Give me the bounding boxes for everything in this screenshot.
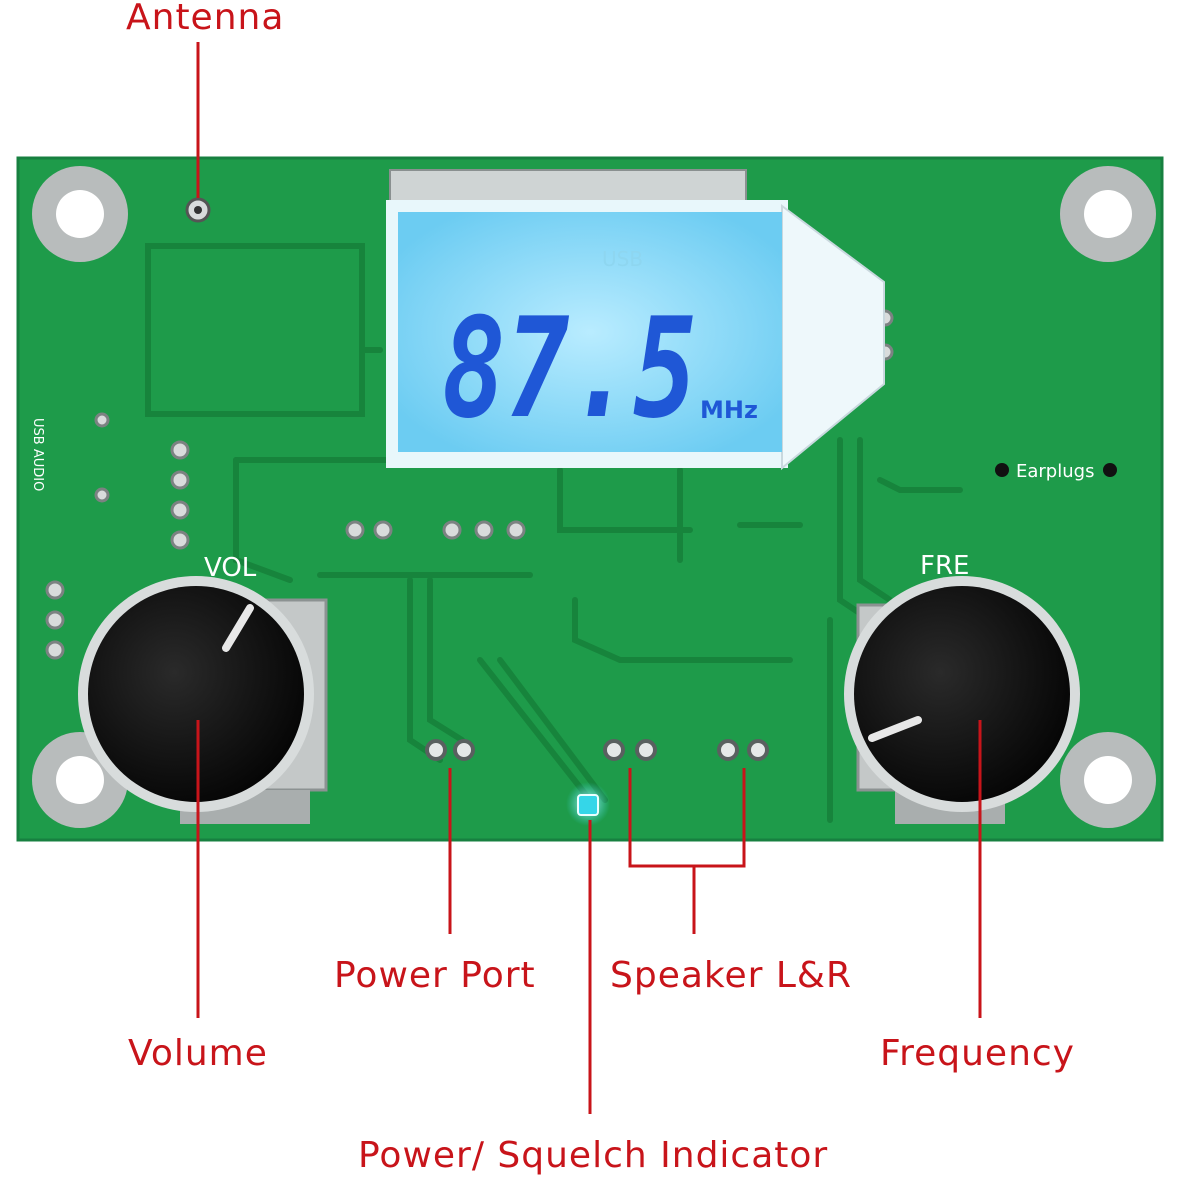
speaker-callout-line xyxy=(628,768,746,934)
fre-label: FRE xyxy=(920,551,969,581)
volume-callout: Volume xyxy=(128,1033,268,1074)
frequency-knob-indicator xyxy=(868,716,922,742)
lcd-module: USB 87.5 MHz xyxy=(386,200,885,471)
squelch-callout: Power/ Squelch Indicator xyxy=(358,1135,829,1176)
power-port-pins xyxy=(425,739,475,761)
usb-audio-label: USB AUDIO xyxy=(30,418,45,491)
frequency-knob[interactable] xyxy=(844,576,1080,824)
mounting-hole-tr xyxy=(1060,166,1156,262)
mounting-hole-br xyxy=(1060,732,1156,828)
speaker-callout: Speaker L&R xyxy=(610,955,853,996)
lcd-screen xyxy=(398,212,782,452)
lcd-usb-indicator: USB xyxy=(602,247,643,271)
callout-lines xyxy=(196,42,982,1114)
lcd-frequency: 87.5 xyxy=(442,288,697,449)
volume-knob[interactable] xyxy=(78,576,328,824)
mounting-hole-tl xyxy=(32,166,128,262)
earplugs-label: Earplugs xyxy=(1016,461,1094,482)
frequency-callout: Frequency xyxy=(880,1033,1075,1074)
earplug-pad-right xyxy=(1103,463,1117,477)
squelch-led xyxy=(566,782,610,826)
power-port-callout: Power Port xyxy=(334,955,536,996)
lcd-unit: MHz xyxy=(700,396,758,424)
volume-knob-indicator xyxy=(222,604,254,652)
vol-label: VOL xyxy=(204,553,257,583)
pcb-traces xyxy=(145,243,963,823)
speaker-pins xyxy=(603,739,769,761)
antenna-callout: Antenna xyxy=(126,0,285,38)
antenna-pad xyxy=(185,197,211,223)
earplug-pad-left xyxy=(995,463,1009,477)
